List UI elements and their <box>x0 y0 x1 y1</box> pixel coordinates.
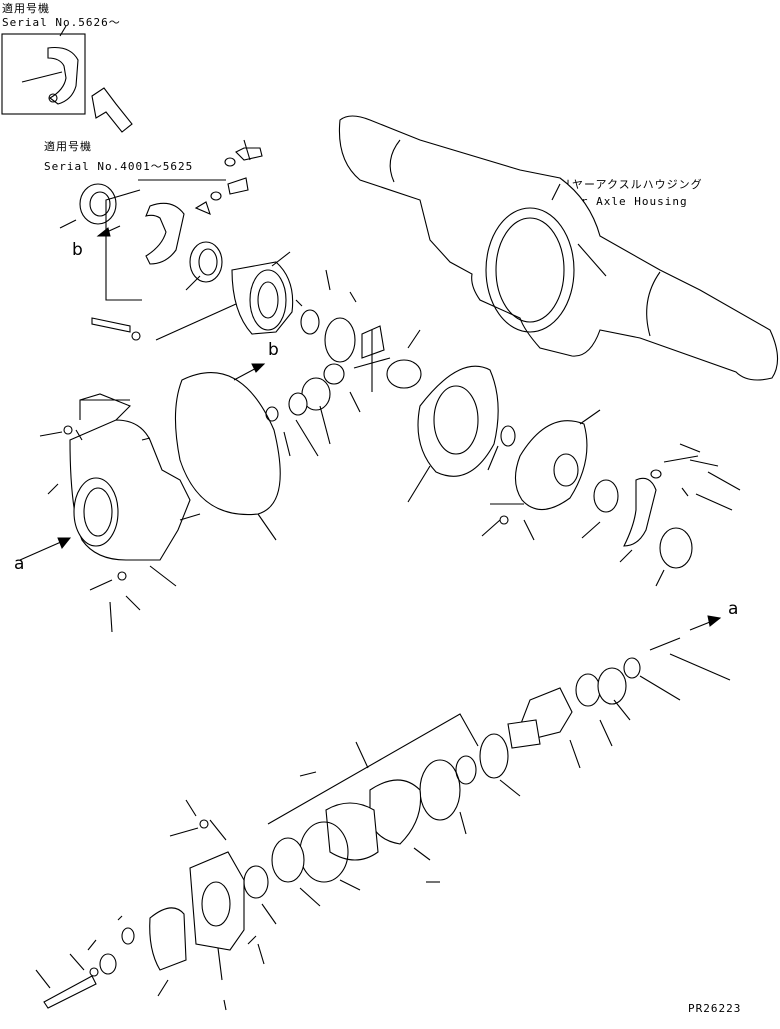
right-carrier-flange <box>481 409 741 587</box>
housing-label-jp: リヤーアクスルハウジング <box>560 178 703 191</box>
rear-axle-housing <box>338 115 779 381</box>
ref-letter-a-right: a <box>728 599 739 619</box>
serial-label-mid: Serial No.4001～5625 <box>44 160 194 173</box>
figure-code: PR26223 <box>688 1002 742 1015</box>
ref-letter-a-left: a <box>14 554 25 574</box>
differential-case <box>155 251 303 341</box>
differential-gears <box>265 269 422 457</box>
pinion-cover-and-yoke <box>35 771 317 1011</box>
ref-letter-b-left: b <box>72 240 83 260</box>
pinion-shaft-assembly <box>243 657 681 925</box>
serial-label-jp-mid: 適用号機 <box>44 140 92 153</box>
inset-box-serial-5626 <box>1 25 133 133</box>
left-bearing-cap-group <box>59 139 263 341</box>
center-axle-housing <box>19 393 201 633</box>
ring-gear <box>407 365 516 503</box>
housing-label-en: Rear Axle Housing <box>558 195 688 208</box>
serial-label-top: Serial No.5626～ <box>2 16 121 29</box>
gasket <box>174 363 281 541</box>
serial-label-jp-top: 適用号機 <box>2 2 50 15</box>
ref-letter-b-center: b <box>268 340 279 360</box>
arrow-a-right <box>649 615 731 681</box>
